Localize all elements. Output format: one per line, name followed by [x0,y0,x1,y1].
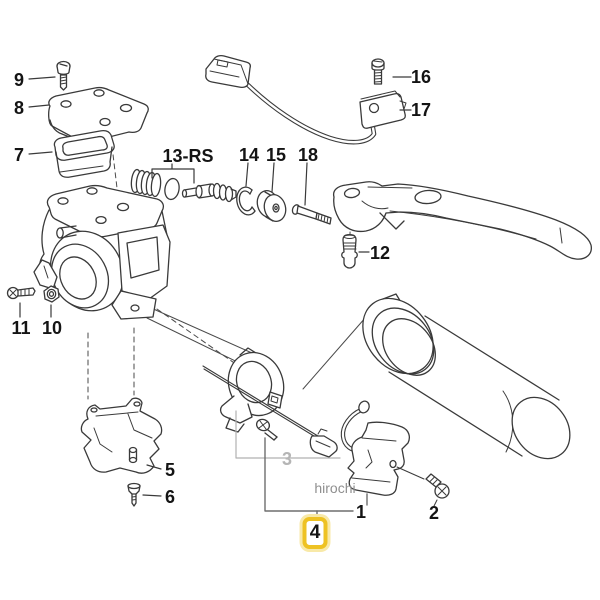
callout-15[interactable]: 15 [265,145,287,165]
callout-11[interactable]: 11 [11,318,31,338]
callout-10[interactable]: 10 [41,318,63,338]
part-10-nut [43,285,60,303]
part-7-tray [53,129,115,178]
part-12-nipple [341,234,358,269]
part-16-screw [371,58,385,85]
part-clamp-ring [219,347,285,433]
watermark-text: hirochi [314,480,356,496]
callout-12[interactable]: 12 [369,243,391,263]
part-15-grommet [256,190,287,222]
callout-14[interactable]: 14 [238,145,260,165]
part-clamp-screw [255,418,278,441]
callout-4-highlighted[interactable]: 4 [302,517,328,549]
callout-8[interactable]: 8 [13,98,25,118]
callout-7[interactable]: 7 [13,145,25,165]
part-switch-housing [33,184,171,320]
part-6-screw [127,482,141,507]
callout-13rs[interactable]: 13-RS [162,146,214,166]
callout-16[interactable]: 16 [410,67,432,87]
part-17-microswitch [359,90,407,129]
leader-lines [19,76,438,507]
part-hand-lever [332,181,592,260]
callout-2[interactable]: 2 [428,503,440,523]
callout-9[interactable]: 9 [13,70,25,90]
part-11-screw [6,286,36,300]
callout-3[interactable]: 3 [281,449,293,469]
part-throttle-rod [202,365,338,458]
part-5-bracket [80,397,163,474]
part-1-cover [347,421,410,496]
part-18-screw [291,204,332,225]
part-throttle-grip [362,293,571,460]
part-2-screw [425,473,450,499]
callout-5[interactable]: 5 [164,460,176,480]
callout-6[interactable]: 6 [164,487,176,507]
leader-bracket-1-4 [264,437,368,517]
leader-line-3 [235,410,341,459]
part-9-screw [56,60,71,91]
callout-1[interactable]: 1 [355,502,367,522]
part-14-ring [236,186,256,216]
part-cable-connector [205,54,377,145]
callout-18[interactable]: 18 [297,145,319,165]
callout-17[interactable]: 17 [410,100,432,120]
